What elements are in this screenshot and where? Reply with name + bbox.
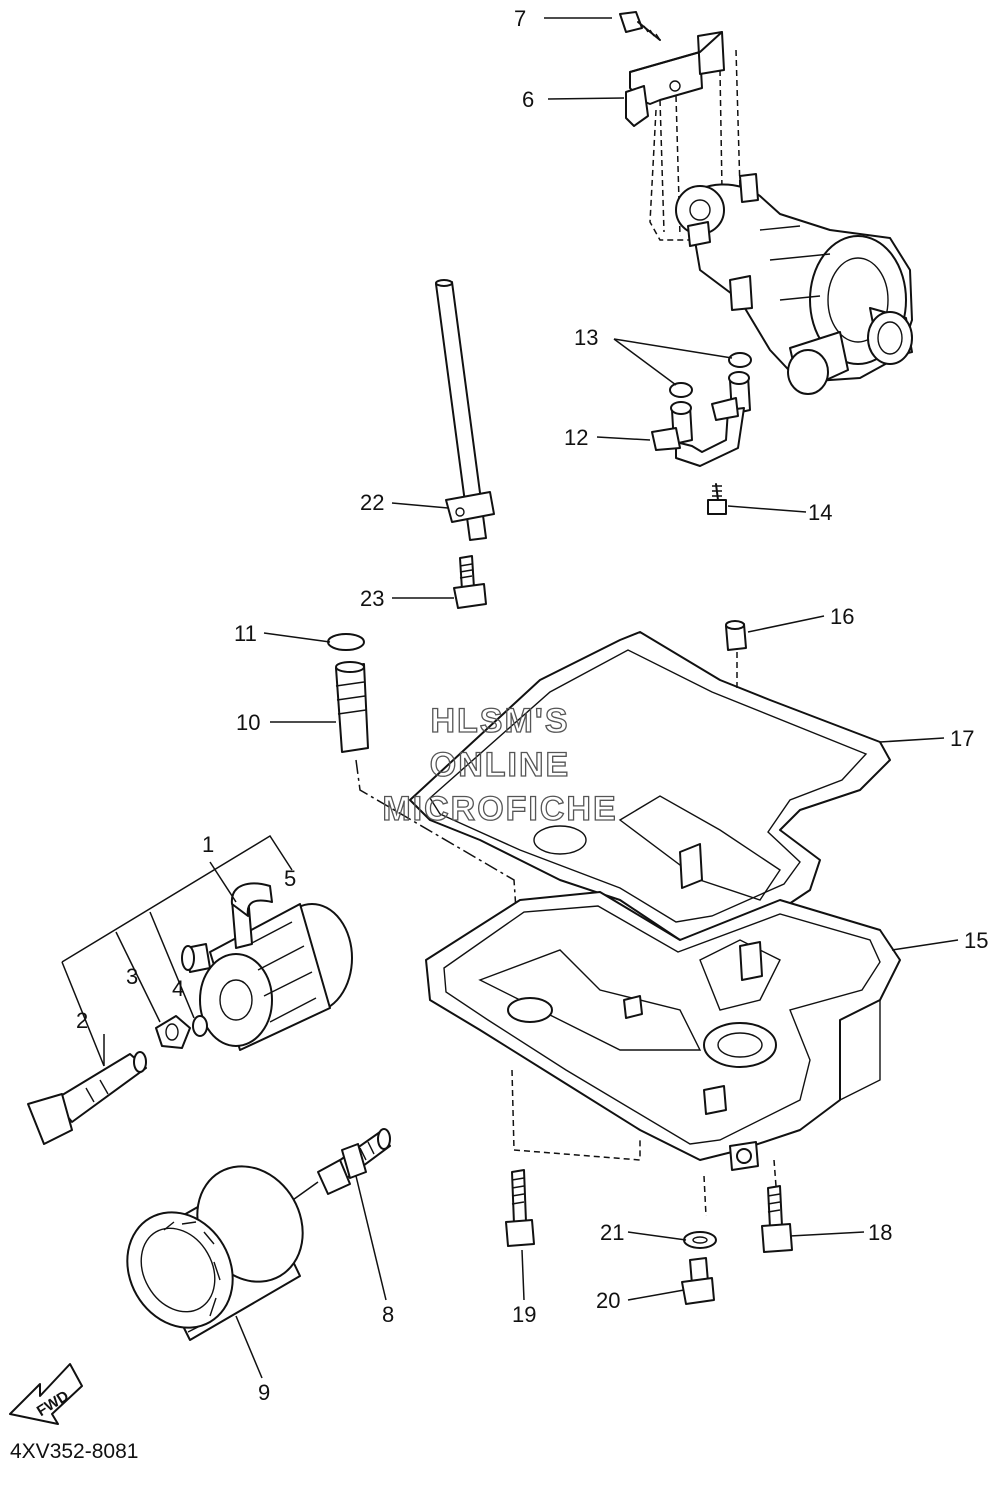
callout-2: 2 <box>76 1008 88 1033</box>
callout-14: 14 <box>808 500 832 525</box>
fwd-arrow-icon: FWD <box>9 1363 83 1425</box>
callout-9: 9 <box>258 1380 270 1405</box>
watermark-line-2: ONLINE <box>430 746 570 784</box>
dowel-pin-16 <box>725 620 747 690</box>
watermark-line-1: HLSM'S <box>430 702 569 740</box>
callout-12: 12 <box>564 425 588 450</box>
callout-4: 4 <box>172 976 184 1001</box>
o-rings-13 <box>669 352 752 398</box>
bolts-and-drain-plug <box>505 1169 793 1305</box>
callout-17: 17 <box>950 726 974 751</box>
callout-21: 21 <box>600 1220 624 1245</box>
oil-strainer-22 <box>435 279 495 541</box>
oil-pump-assembly <box>619 11 913 395</box>
callout-labels: 1 2 3 4 5 6 7 8 9 10 11 12 13 14 15 16 1… <box>76 6 988 1405</box>
bolt-23 <box>453 555 487 609</box>
gasket-17 <box>409 631 891 941</box>
bolt-14 <box>707 483 727 515</box>
callout-23: 23 <box>360 586 384 611</box>
callout-15: 15 <box>964 928 988 953</box>
callout-11: 11 <box>234 621 257 646</box>
callout-7: 7 <box>514 6 526 31</box>
oil-pipe-12 <box>651 371 751 467</box>
watermark-line-3: MICROFICHE <box>382 790 617 828</box>
callout-13: 13 <box>574 325 598 350</box>
leader-lines <box>103 17 959 1379</box>
callout-6: 6 <box>522 87 534 112</box>
callout-20: 20 <box>596 1288 620 1313</box>
oil-filter-9 <box>126 1165 304 1341</box>
callout-19: 19 <box>512 1302 536 1327</box>
oil-pan-15 <box>425 891 901 1217</box>
oil-cooler-assembly <box>27 834 353 1145</box>
callout-10: 10 <box>236 710 260 735</box>
callout-5: 5 <box>284 866 296 891</box>
union-8 <box>289 1128 391 1203</box>
callout-3: 3 <box>126 964 138 989</box>
callout-8: 8 <box>382 1302 394 1327</box>
diagram-code: 4XV352-8081 <box>10 1440 138 1463</box>
callout-18: 18 <box>868 1220 892 1245</box>
callout-16: 16 <box>830 604 854 629</box>
callout-22: 22 <box>360 490 384 515</box>
watermark: HLSM'S ONLINE MICROFICHE <box>382 701 617 828</box>
callout-1: 1 <box>202 832 214 857</box>
